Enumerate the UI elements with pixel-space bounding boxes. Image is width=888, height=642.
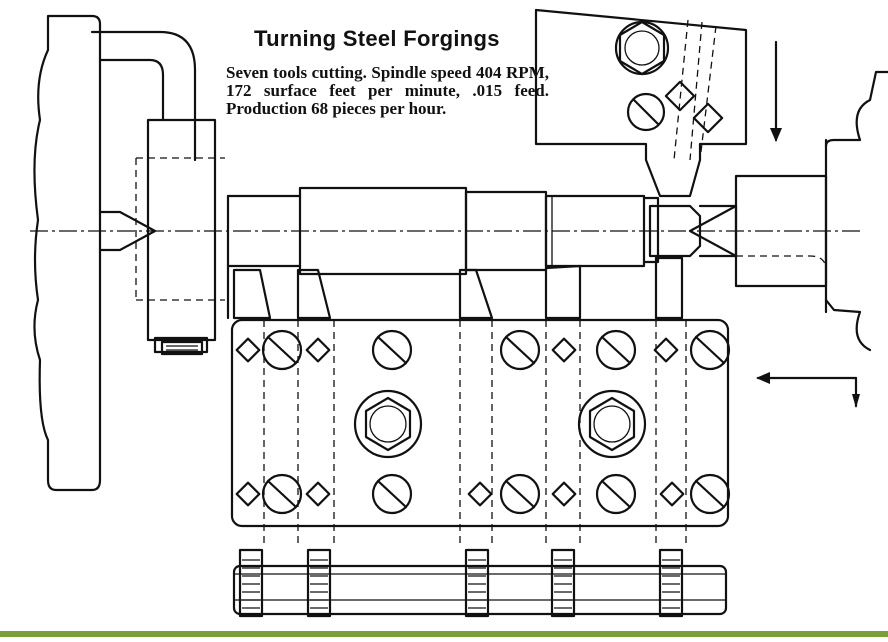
figure-title: Turning Steel Forgings (254, 26, 500, 51)
adjusting-screws (238, 548, 684, 618)
carriage-feed-arrow (756, 372, 860, 408)
tool-slide-feed-arrow (770, 40, 782, 142)
main-tool-block (230, 318, 730, 548)
figure-caption: Seven tools cutting. Spindle speed 404 R… (226, 63, 549, 118)
tool-bits (226, 256, 684, 320)
chuck-face-left (33, 14, 225, 492)
right-centre-housing (648, 70, 888, 352)
screw-row-bottom (235, 473, 731, 515)
upper-tool-slide (534, 8, 748, 198)
screw-row-top (235, 329, 731, 371)
bottom-rule (0, 631, 888, 637)
left-centre-point (98, 210, 157, 252)
